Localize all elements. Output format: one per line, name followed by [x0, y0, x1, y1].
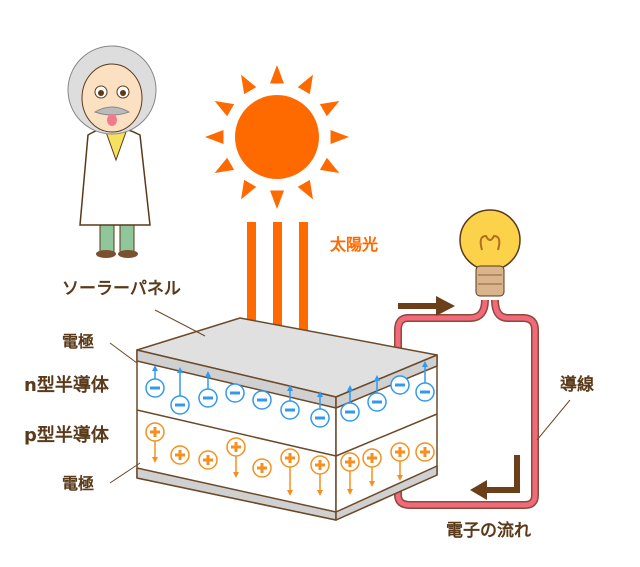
sun-ray	[214, 157, 235, 173]
hole-symbol	[145, 422, 165, 463]
sun-ray	[297, 74, 313, 95]
electron-symbol	[367, 375, 387, 412]
solar-panel	[136, 317, 438, 521]
sun-ray	[241, 179, 257, 200]
label-pointer-lines	[109, 309, 571, 484]
electron-flow-arrow-top	[398, 296, 455, 316]
electron-symbol	[198, 371, 218, 408]
electron-symbol	[415, 361, 435, 402]
label-electron-flow: 電子の流れ	[446, 520, 531, 541]
hole-symbol	[170, 445, 190, 465]
label-electrode-top: 電極	[62, 332, 94, 351]
sun-ray	[269, 65, 285, 84]
sun-ray	[214, 101, 235, 117]
label-sunlight: 太陽光	[329, 235, 378, 254]
hole-symbol	[280, 448, 300, 496]
hole-symbol	[226, 437, 246, 478]
charge-carriers	[145, 361, 435, 496]
sun-ray	[205, 129, 224, 145]
sun-ray	[319, 157, 340, 173]
label-p-type: p型半導体	[24, 424, 110, 446]
sun-icon	[205, 65, 349, 209]
electron-flow-arrow-bottom	[470, 455, 520, 500]
hole-symbol	[415, 442, 435, 462]
electron-symbol	[340, 385, 360, 422]
hole-symbol	[390, 442, 410, 481]
wire	[394, 299, 539, 509]
electron-symbol	[310, 391, 330, 428]
sun-ray	[269, 190, 285, 209]
label-electrode-bottom: 電極	[62, 474, 94, 493]
label-n-type: n型半導体	[24, 374, 110, 396]
label-wire: 導線	[560, 374, 594, 395]
sun-ray	[297, 179, 313, 200]
light-bulb-icon	[459, 209, 521, 297]
hole-symbol	[310, 455, 330, 496]
electron-symbol	[170, 367, 190, 415]
sun-ray	[241, 74, 257, 95]
label-solar-panel: ソーラーパネル	[62, 279, 181, 299]
electron-symbol	[390, 375, 410, 395]
hole-symbol	[362, 448, 382, 487]
electron-symbol	[280, 385, 300, 420]
hole-symbol	[198, 450, 218, 470]
sun-ray	[330, 129, 349, 145]
scientist-illustration	[67, 45, 157, 258]
sun-ray	[319, 101, 340, 117]
hole-symbol	[252, 458, 272, 478]
hole-symbol	[340, 452, 360, 495]
electron-symbol	[225, 383, 245, 403]
electron-symbol	[145, 365, 165, 398]
electron-symbol	[252, 390, 272, 410]
